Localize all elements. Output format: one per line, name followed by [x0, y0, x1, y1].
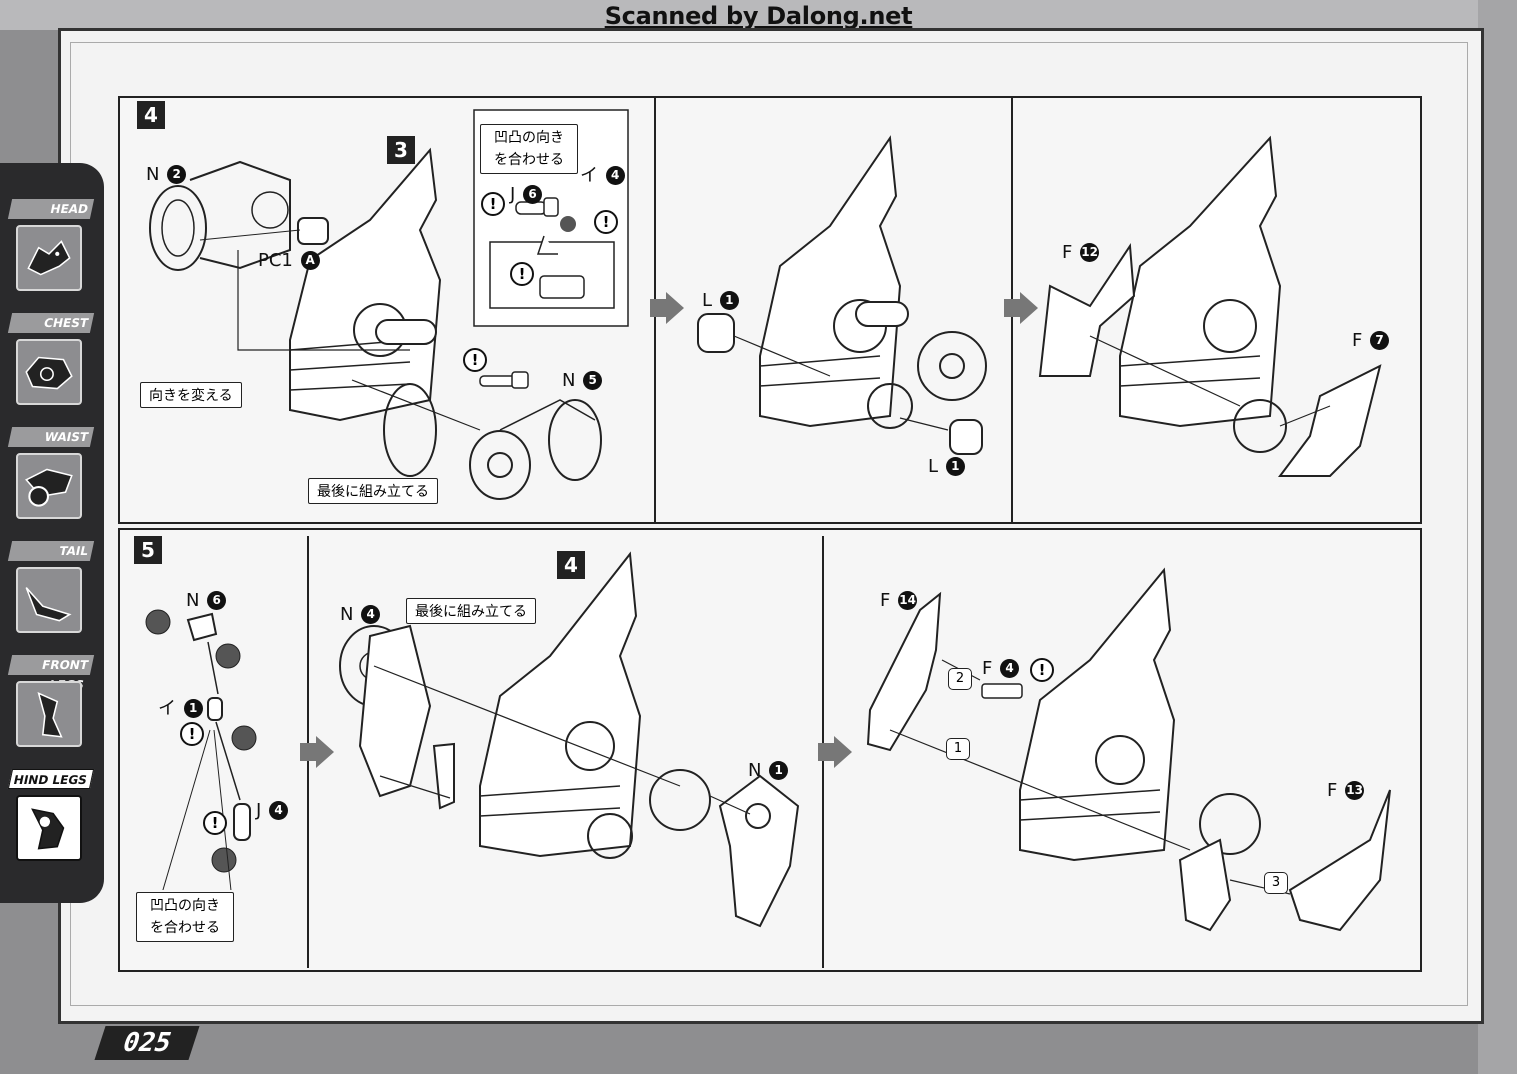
tab-label: HIND LEGS — [7, 769, 95, 789]
warning-icon: ! — [1030, 658, 1054, 682]
next-step-arrow — [1004, 292, 1038, 324]
page-number: 025 — [94, 1026, 200, 1060]
warning-icon: ! — [180, 722, 204, 746]
part-label-l1-bottom: L 1 — [928, 456, 965, 477]
part-label-i1: イ 1 — [158, 694, 203, 720]
step-5-middle-illustration — [339, 551, 800, 928]
warning-icon: ! — [594, 210, 618, 234]
chest-armor-icon — [16, 339, 82, 405]
order-mark-3: 3 — [1264, 872, 1288, 894]
tab-waist[interactable]: WAIST — [7, 427, 95, 529]
step-5-right-illustration — [866, 567, 1391, 932]
warning-icon: ! — [203, 811, 227, 835]
tail-icon — [16, 567, 82, 633]
part-label-f14: F 14 — [880, 590, 918, 611]
step-5-pin-illustration — [145, 609, 257, 890]
step-4-middle-illustration — [697, 135, 987, 455]
part-label-n2: N 2 — [146, 164, 187, 185]
part-label-l1-top: L 1 — [702, 290, 739, 311]
warning-icon: ! — [463, 348, 487, 372]
part-label-j6: J 6 — [510, 184, 543, 205]
part-label-j4: J 4 — [256, 800, 289, 821]
wolf-head-icon — [16, 225, 82, 291]
tab-label: CHEST — [7, 313, 95, 333]
next-step-arrow — [818, 736, 852, 768]
part-label-n6: N 6 — [186, 590, 227, 611]
tab-label: WAIST — [7, 427, 95, 447]
part-label-pc1a: PC1 A — [258, 250, 320, 271]
step-4-assembly-illustration — [149, 147, 602, 500]
part-label-i4: イ 4 — [580, 161, 625, 187]
waist-gear-icon — [16, 453, 82, 519]
part-label-n4: N 4 — [340, 604, 381, 625]
change-direction-callout: 向きを変える — [140, 382, 242, 408]
order-mark-2: 2 — [948, 668, 972, 690]
tab-head[interactable]: HEAD — [7, 199, 95, 301]
tab-chest[interactable]: CHEST — [7, 313, 95, 415]
step-number: 5 — [134, 536, 162, 564]
right-border — [1478, 0, 1517, 1074]
section-sidebar: HEAD CHEST WAIST TAIL FRONT LEGS HIND LE… — [0, 163, 104, 903]
part-label-n5: N 5 — [562, 370, 603, 391]
hind-legs-icon — [16, 795, 82, 861]
step-4-right-illustration — [1038, 135, 1382, 477]
part-label-f12: F 12 — [1062, 242, 1100, 263]
sub-assembly-number: 3 — [387, 136, 415, 164]
top-border — [0, 0, 1517, 30]
align-notch-callout: 凹凸の向きを合わせる — [480, 124, 578, 174]
front-legs-icon — [16, 681, 82, 747]
part-label-f4: F 4 — [982, 658, 1020, 679]
part-label-f7: F 7 — [1352, 330, 1390, 351]
part-label-n1: N 1 — [748, 760, 789, 781]
scan-credit: Scanned by Dalong.net — [604, 2, 913, 30]
tab-label: HEAD — [7, 199, 95, 219]
tab-hind-legs[interactable]: HIND LEGS — [7, 769, 95, 871]
next-step-arrow — [650, 292, 684, 324]
order-mark-1: 1 — [946, 738, 970, 760]
next-step-arrow — [300, 736, 334, 768]
part-label-f13: F 13 — [1327, 780, 1365, 801]
assemble-last-callout: 最後に組み立てる — [308, 478, 438, 504]
warning-icon: ! — [481, 192, 505, 216]
tab-label: FRONT LEGS — [7, 655, 95, 692]
warning-icon: ! — [510, 262, 534, 286]
assemble-last-callout: 最後に組み立てる — [406, 598, 536, 624]
tab-tail[interactable]: TAIL — [7, 541, 95, 643]
tab-label: TAIL — [7, 541, 95, 561]
align-notch-callout: 凹凸の向きを合わせる — [136, 892, 234, 942]
sub-assembly-number: 4 — [557, 551, 585, 579]
tab-front-legs[interactable]: FRONT LEGS — [7, 655, 95, 757]
step-number: 4 — [137, 101, 165, 129]
